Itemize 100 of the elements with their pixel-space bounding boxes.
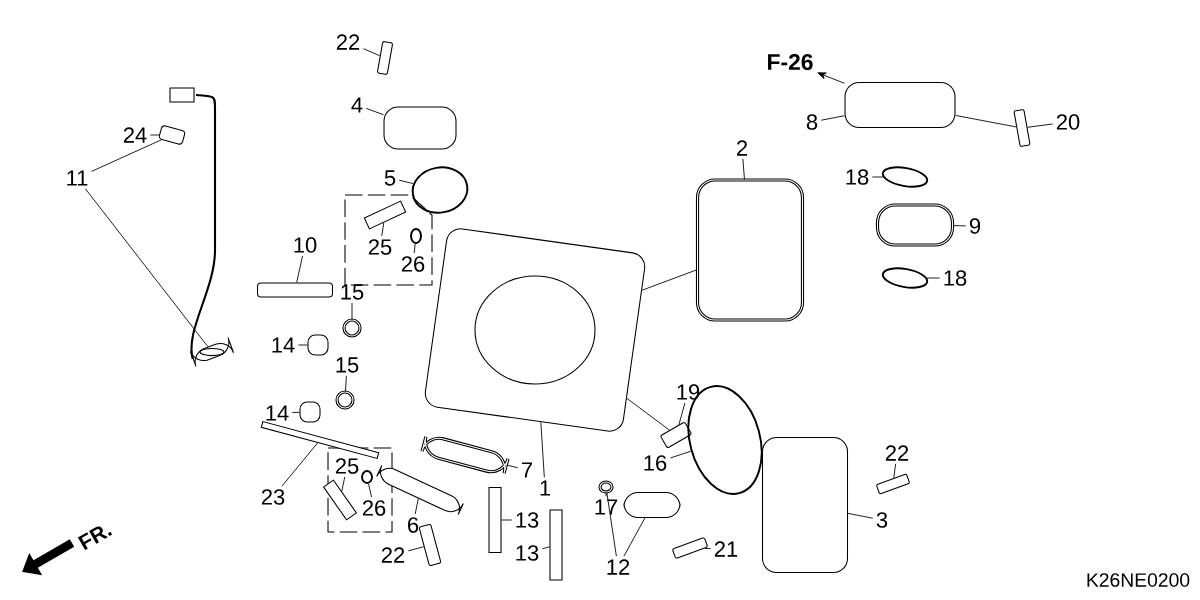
leader-line (297, 344, 308, 346)
leader-line (91, 139, 162, 172)
leader-line (84, 188, 209, 348)
intake-pipe (844, 82, 956, 129)
direction-label: FR. (77, 526, 113, 551)
callout-number: 20 (1056, 114, 1080, 130)
callout-number: 22 (336, 34, 360, 50)
callout-number: 15 (341, 284, 364, 300)
leader-line (541, 546, 550, 550)
arrow (817, 72, 845, 84)
gasket (411, 166, 469, 214)
bolt (377, 41, 393, 75)
callout-number: 10 (294, 237, 317, 253)
insulator (875, 203, 955, 247)
callout-number: 26 (362, 500, 386, 516)
bolt (660, 422, 692, 448)
callout-number: 22 (885, 445, 909, 461)
o-ring (881, 267, 929, 289)
leader-line (606, 492, 617, 557)
leader-line (820, 115, 845, 121)
o-ring (881, 166, 929, 188)
callout-number: 18 (846, 169, 869, 185)
leader-line (871, 176, 884, 178)
leader-line (678, 402, 686, 426)
cover (762, 437, 849, 573)
callout-number: 25 (368, 239, 392, 255)
leader-line (955, 115, 1017, 128)
leader-line (351, 302, 353, 320)
callout-number: 17 (595, 499, 618, 515)
leader-line (281, 442, 318, 487)
leader-line (506, 464, 519, 469)
callout-number: 22 (381, 547, 405, 563)
clip-ring (410, 228, 422, 244)
leader-line (296, 255, 303, 283)
bolt (1013, 109, 1031, 147)
callout-number: 23 (261, 489, 285, 505)
valve-guide (363, 200, 407, 230)
gasket (695, 178, 805, 322)
callout-number: 18 (944, 270, 967, 286)
stud (488, 487, 502, 554)
callout-number: 24 (123, 127, 147, 143)
callout-number: 14 (266, 405, 289, 421)
leader-line (952, 225, 967, 227)
reference-label: F-26 (768, 53, 813, 71)
washer (342, 318, 362, 338)
clip-ring (361, 470, 373, 484)
leader-line (847, 512, 874, 519)
leader-line (641, 269, 698, 291)
leader-line (291, 411, 300, 413)
washer (335, 390, 355, 410)
cap-nut (307, 334, 329, 356)
washer (598, 480, 614, 494)
leader-line (626, 397, 670, 431)
leader-line (413, 243, 416, 254)
callout-number: 14 (272, 337, 295, 353)
leader-line (893, 463, 897, 479)
sensor-drawing (169, 87, 235, 367)
leader-line (149, 134, 160, 136)
leader-line (501, 519, 513, 521)
leader-line (341, 476, 346, 492)
sensor (623, 492, 681, 519)
cover (383, 106, 457, 150)
callout-number: 12 (607, 559, 630, 575)
callout-number: 19 (677, 384, 700, 400)
leader-line (407, 546, 425, 552)
callout-number: 26 (401, 256, 425, 272)
cylinder-head-drawing (424, 228, 646, 432)
leader-line (362, 48, 381, 57)
callout-number: 7 (522, 462, 532, 478)
callout-number: 13 (516, 512, 539, 528)
callout-number: 16 (644, 455, 667, 471)
callout-number: 25 (335, 458, 359, 474)
spark-plug (257, 282, 334, 298)
callout-number: 11 (67, 170, 88, 186)
callout-number: 2 (737, 140, 747, 156)
callout-number: 13 (516, 545, 539, 561)
callout-number: 6 (408, 517, 419, 533)
leader-line (345, 375, 347, 392)
bolt (418, 524, 442, 566)
leader-line (926, 277, 941, 279)
cap-nut (299, 401, 321, 423)
leader-line (605, 492, 607, 497)
callout-number: 21 (714, 541, 738, 557)
bolt (876, 473, 910, 495)
leader-line (540, 421, 545, 478)
gasket (420, 435, 510, 475)
leader-line (398, 179, 414, 185)
bolt (672, 537, 708, 559)
clip (158, 125, 186, 145)
callout-number: 4 (351, 97, 363, 113)
callout-number: 9 (969, 218, 981, 234)
leader-line (669, 450, 692, 459)
leader-line (704, 547, 712, 550)
callout-number: 15 (336, 357, 359, 373)
callout-number: 8 (806, 114, 818, 130)
drawing-code: K26NE0200 (1087, 573, 1190, 587)
leader-line (414, 498, 419, 515)
callout-number: 5 (384, 170, 396, 186)
callout-number: 3 (876, 512, 888, 528)
leader-line (623, 517, 646, 557)
